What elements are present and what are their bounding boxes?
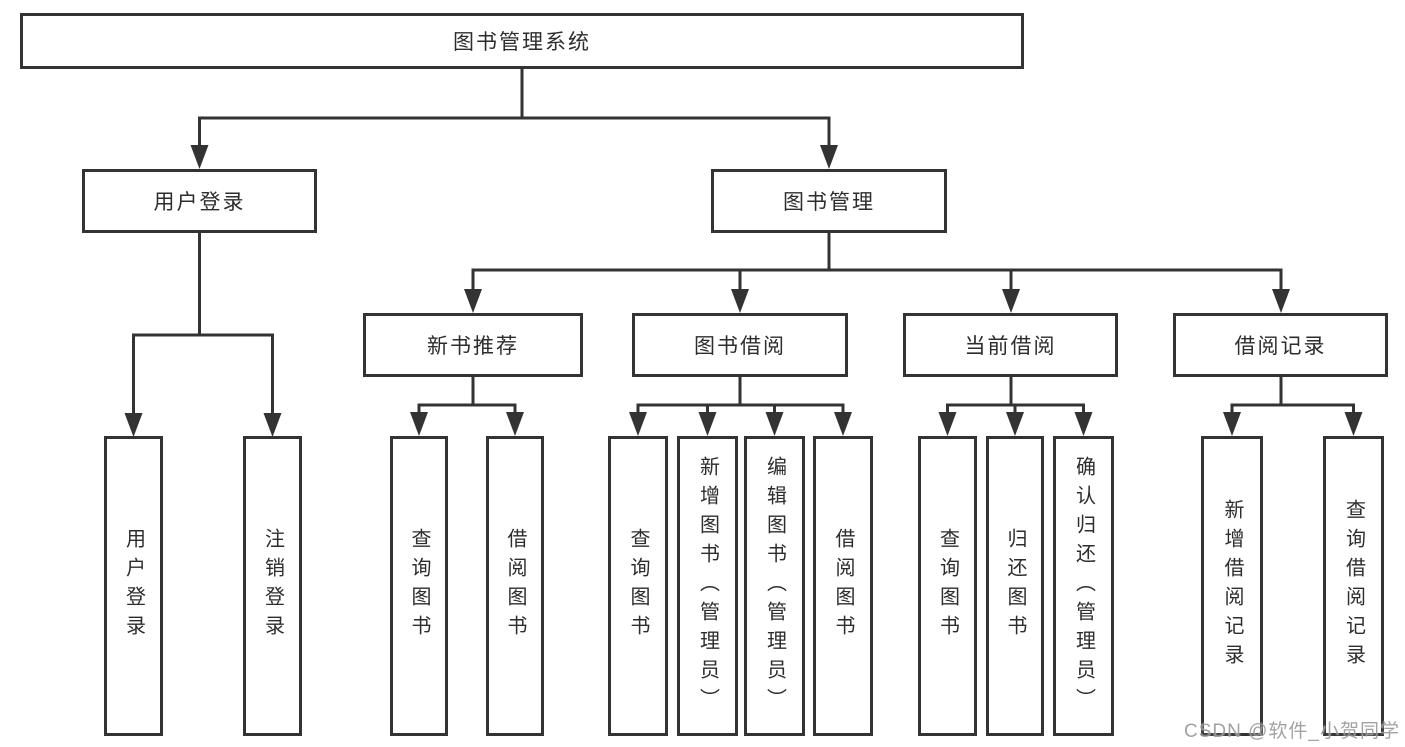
node-user-login: 用户登录 <box>82 169 317 233</box>
node-label: 用户登录 <box>122 528 145 644</box>
node-label: 查询借阅记录 <box>1342 499 1365 673</box>
node-label: 新增借阅记录 <box>1221 499 1243 673</box>
node-library-management-system: 图书管理系统 <box>20 13 1024 69</box>
node-leaf-query-books-2: 查询图书 <box>608 436 668 736</box>
node-leaf-confirm-return-admin: 确认归还（管理员） <box>1053 436 1114 736</box>
node-label: 编辑图书（管理员） <box>763 455 786 717</box>
node-leaf-borrow-books-1: 借阅图书 <box>486 436 544 736</box>
node-book-management: 图书管理 <box>711 169 947 233</box>
node-label: 注销登录 <box>261 528 284 644</box>
node-label: 用户登录 <box>153 191 246 214</box>
node-label: 确认归还（管理员） <box>1072 455 1095 717</box>
node-leaf-logout: 注销登录 <box>243 436 302 736</box>
node-leaf-add-borrow-record: 新增借阅记录 <box>1201 436 1263 736</box>
node-label: 新书推荐 <box>427 335 519 358</box>
node-leaf-return-books: 归还图书 <box>986 436 1044 736</box>
node-label: 图书借阅 <box>694 335 786 358</box>
node-label: 归还图书 <box>1004 528 1026 644</box>
node-label: 图书管理系统 <box>453 31 591 54</box>
node-label: 新增图书（管理员） <box>696 455 719 717</box>
node-label: 查询图书 <box>408 528 430 644</box>
node-book-borrowing: 图书借阅 <box>632 313 848 377</box>
csdn-watermark: CSDN @软件_小贺同学 <box>1184 721 1400 742</box>
node-label: 借阅记录 <box>1234 335 1327 358</box>
node-leaf-borrow-books-2: 借阅图书 <box>813 436 873 736</box>
node-leaf-query-books-1: 查询图书 <box>390 436 448 736</box>
node-leaf-query-borrow-record: 查询借阅记录 <box>1323 436 1384 736</box>
node-leaf-edit-books-admin: 编辑图书（管理员） <box>744 436 805 736</box>
node-leaf-user-login: 用户登录 <box>104 436 163 736</box>
node-label: 查询图书 <box>936 528 959 644</box>
node-new-book-recommend: 新书推荐 <box>363 313 583 377</box>
node-leaf-query-books-3: 查询图书 <box>918 436 977 736</box>
node-current-borrowing: 当前借阅 <box>903 313 1118 377</box>
node-label: 借阅图书 <box>832 528 854 644</box>
node-label: 当前借阅 <box>964 335 1057 358</box>
node-label: 借阅图书 <box>504 528 526 644</box>
node-leaf-add-books-admin: 新增图书（管理员） <box>677 436 738 736</box>
node-borrowing-records: 借阅记录 <box>1173 313 1388 377</box>
node-label: 图书管理 <box>783 191 875 214</box>
node-label: 查询图书 <box>627 528 649 644</box>
